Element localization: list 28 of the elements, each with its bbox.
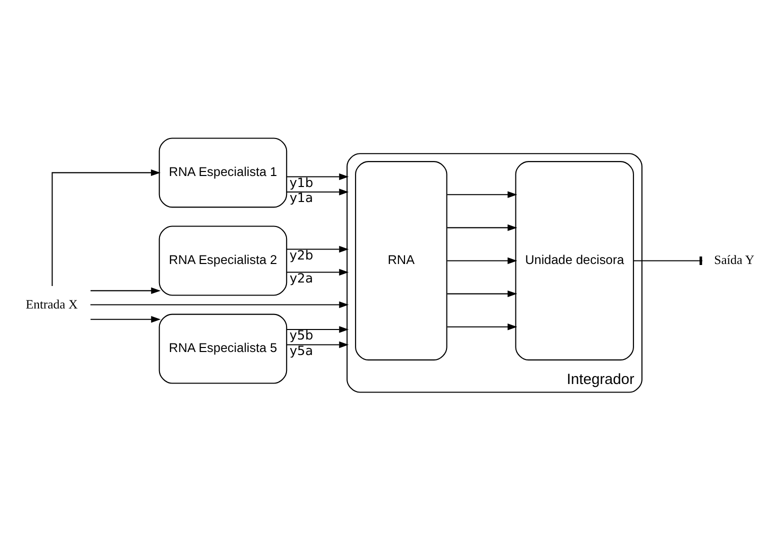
arrow xyxy=(447,256,518,264)
arrow xyxy=(447,224,518,231)
node-box: Unidade decisora xyxy=(515,160,634,360)
edge-label: y5a xyxy=(290,342,314,358)
arrow xyxy=(90,300,349,308)
node-text: Saída Y xyxy=(714,252,754,267)
arrow xyxy=(90,316,161,322)
node-box: RNA xyxy=(355,160,448,360)
edge-label: y2a xyxy=(290,270,314,285)
arrow xyxy=(447,190,518,198)
edge-label: y5b xyxy=(289,327,314,342)
arrow xyxy=(447,290,518,297)
arrow xyxy=(286,326,349,332)
arrow xyxy=(286,245,349,252)
edge-label: y1a xyxy=(290,190,314,205)
node-box: RNA Especialista 5 xyxy=(158,313,288,384)
arrow xyxy=(90,286,161,294)
node-box: RNA Especialista 2 xyxy=(158,225,288,296)
node-text: Entrada X xyxy=(26,297,78,312)
arrow xyxy=(447,323,518,330)
node-box: RNA Especialista 1 xyxy=(158,137,288,208)
edge-label: y2b xyxy=(289,246,314,262)
arrow xyxy=(52,168,160,286)
arrow xyxy=(286,172,349,180)
arrow xyxy=(286,268,349,276)
edge-label: y1b xyxy=(289,174,314,190)
arrow xyxy=(286,340,349,348)
arrow xyxy=(286,188,349,195)
